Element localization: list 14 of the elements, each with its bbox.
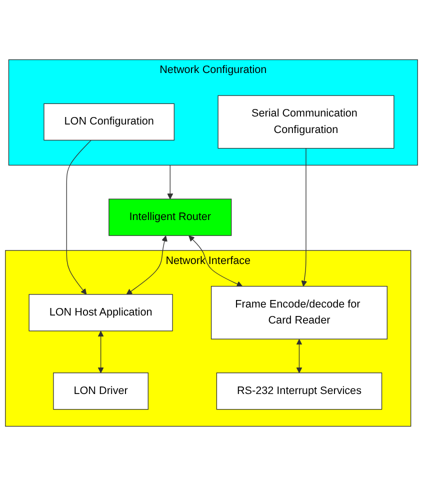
arrow [301,148,308,287]
arrow [167,164,174,200]
arrow [126,236,168,295]
node-box: LON Driver [53,372,148,410]
node-box: LON Host Application [28,294,173,332]
arrow [296,339,302,374]
node-box: RS-232 Interrupt Services [216,372,382,410]
arrow [98,330,104,374]
node-box: LON Configuration [44,103,175,141]
node-box: Frame Encode/decode for Card Reader [210,286,388,340]
node-box: Intelligent Router [108,198,232,236]
arrow [188,235,243,287]
node-box: Serial Communication Configuration [218,95,394,149]
arrow [66,140,92,295]
